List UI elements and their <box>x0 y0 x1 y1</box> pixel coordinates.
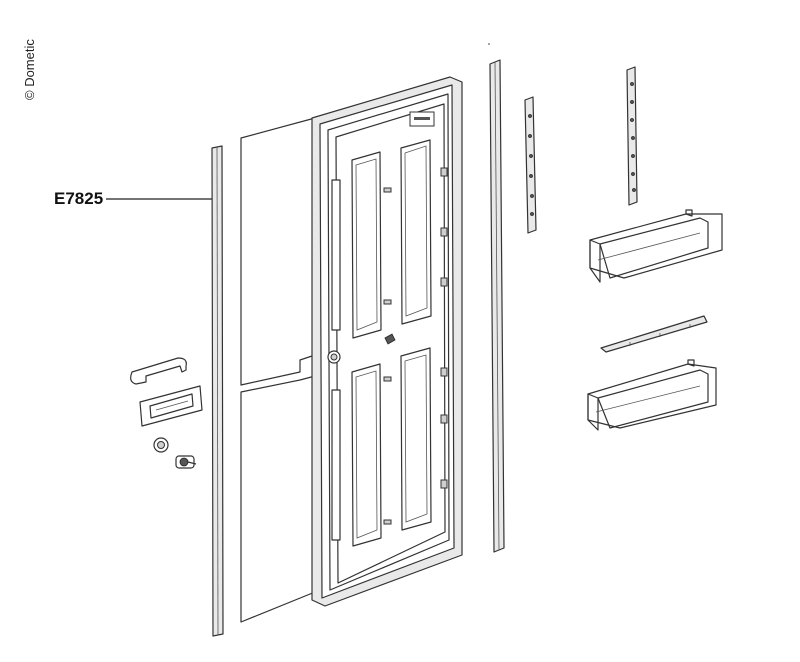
right-door-seal-strip <box>489 59 505 553</box>
part-callout-label: E7825 <box>54 189 104 208</box>
door-handle <box>130 357 187 385</box>
lock-knob <box>153 437 169 453</box>
shelf-support-rail-small <box>524 96 537 234</box>
door-shelf-lower <box>587 359 717 431</box>
shelf-retainer-bar <box>600 315 708 353</box>
door-frame <box>311 76 463 607</box>
left-door-seal-strip <box>211 145 224 637</box>
door-panel-sheet <box>240 117 316 623</box>
door-shelf-upper <box>589 209 723 283</box>
lock-latch <box>175 455 197 469</box>
handle-recess-plate <box>139 385 203 427</box>
shelf-support-rail-large <box>626 66 638 206</box>
copyright-text: © Dometic <box>22 39 37 100</box>
